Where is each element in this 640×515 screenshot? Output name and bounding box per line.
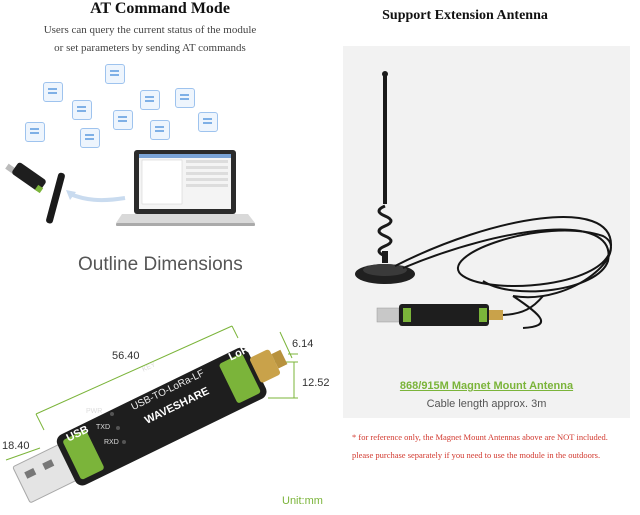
- led-label-pwr: PWR: [86, 408, 103, 415]
- antenna-name-link[interactable]: 868/915M Magnet Mount Antenna: [399, 380, 574, 392]
- at-mode-description-line1: Users can query the current status of th…: [43, 24, 257, 36]
- grid-icon: [25, 122, 45, 142]
- search-document-icon: [72, 100, 92, 120]
- at-mode-illustration: [0, 60, 300, 230]
- antenna-cable-length: Cable length approx. 3m: [426, 398, 547, 410]
- image-icon: [175, 88, 195, 108]
- clock-icon: [43, 82, 63, 102]
- usb-dongle-icon: [5, 162, 65, 224]
- usb-lora-module: [12, 347, 288, 503]
- laptop-icon: [116, 150, 255, 226]
- at-mode-title: AT Command Mode: [90, 0, 230, 17]
- dimension-height-large: 12.52: [302, 377, 330, 389]
- at-mode-description-line2: or set parameters by sending AT commands: [54, 42, 246, 54]
- document-icon: [113, 110, 133, 130]
- reference-note-line2: please purchase separately if you need t…: [352, 450, 601, 460]
- antenna-title: Support Extension Antenna: [382, 8, 548, 23]
- chart-icon: [198, 112, 218, 132]
- dimension-length: 56.40: [112, 350, 140, 362]
- gear-icon: [80, 128, 100, 148]
- reference-note-line1: * for reference only, the Magnet Mount A…: [352, 432, 608, 442]
- dimension-width: 18.40: [2, 440, 30, 452]
- dimension-height-small: 6.14: [292, 338, 314, 350]
- checklist-icon: [150, 120, 170, 140]
- outline-dimension-drawing: [5, 325, 298, 503]
- usb-to-laptop-graphic: [5, 150, 255, 226]
- led-label-rxd: RXD: [104, 439, 119, 446]
- cloud-icon: [105, 64, 125, 84]
- settings-panel-icon: [140, 90, 160, 110]
- usb-dongle-icon: [376, 304, 503, 326]
- magnet-antenna-graphic: [355, 71, 613, 329]
- outline-dimensions-title: Outline Dimensions: [78, 254, 243, 275]
- led-label-txd: TXD: [96, 424, 110, 431]
- unit-label: Unit:mm: [282, 495, 323, 507]
